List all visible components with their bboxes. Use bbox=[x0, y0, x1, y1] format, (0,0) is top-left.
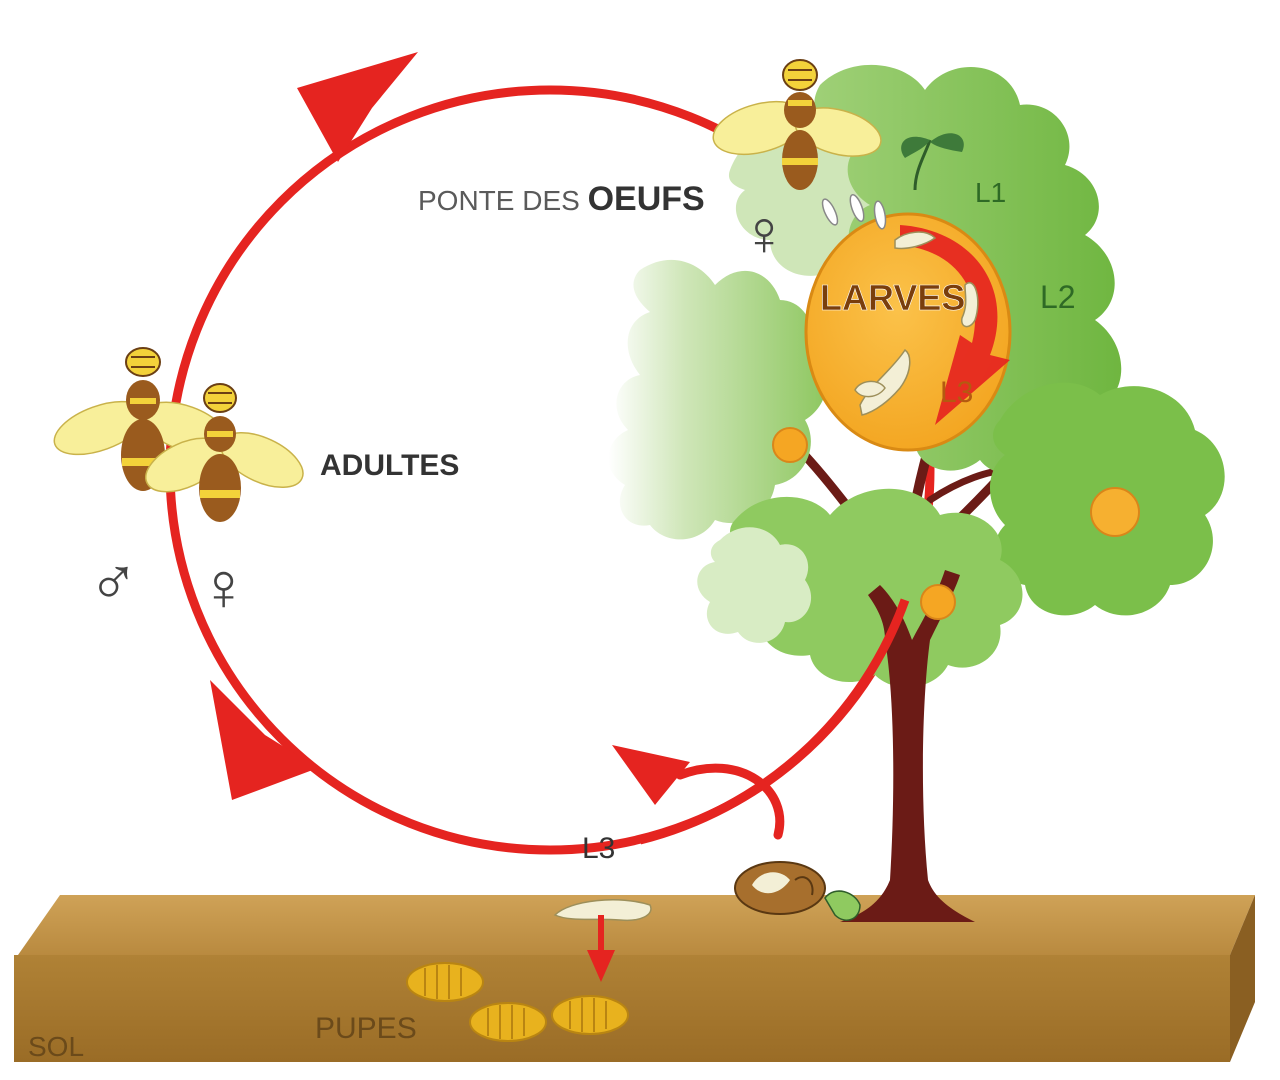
larva-icon-3 bbox=[859, 348, 911, 416]
label-stage-l1: L1 bbox=[975, 177, 1006, 208]
tree-trunk bbox=[840, 570, 975, 922]
fruit-small-right bbox=[1090, 487, 1140, 537]
larva-icon-1 bbox=[894, 231, 937, 250]
cycle-ring-front-segment bbox=[638, 598, 910, 845]
cycle-arrowhead-top bbox=[297, 52, 418, 162]
larva-icon-2 bbox=[961, 282, 979, 328]
larva-on-ground-icon bbox=[553, 899, 652, 922]
female-symbol-adult: ♀ bbox=[198, 549, 249, 625]
larva-icon-4 bbox=[854, 380, 886, 398]
larva-development-arrow bbox=[900, 225, 1010, 425]
cycle-arrowhead-bottom-left bbox=[210, 680, 318, 800]
foliage-left-faded bbox=[608, 259, 827, 540]
pupa-icon-1 bbox=[406, 962, 484, 1002]
soil-side-face bbox=[1230, 895, 1255, 1062]
label-sol: SOL bbox=[28, 1031, 84, 1062]
fallen-fruit bbox=[734, 861, 861, 921]
label-pupes: PUPES bbox=[315, 1012, 417, 1045]
female-fly-icon bbox=[712, 59, 882, 190]
leaf-sprig-icon bbox=[901, 133, 964, 191]
egg-icon-3 bbox=[873, 200, 887, 230]
label-stage-l2: L2 bbox=[1040, 279, 1076, 315]
male-symbol: ♂ bbox=[88, 544, 139, 620]
burrow-arrow bbox=[587, 915, 615, 982]
foliage-bottom-left-pale bbox=[697, 527, 812, 643]
foliage-bottom bbox=[730, 488, 1023, 688]
label-ponte-prefix: PONTE DES bbox=[418, 185, 588, 216]
pupae bbox=[406, 962, 629, 1042]
fruit-small-bottom bbox=[920, 584, 956, 620]
fruit-with-larvae bbox=[804, 193, 1012, 452]
label-stage-l3-fruit: L3 bbox=[940, 376, 973, 409]
pupa-icon-3 bbox=[551, 995, 629, 1035]
label-larves: LARVES bbox=[820, 277, 965, 318]
fruit-small-left bbox=[772, 427, 808, 463]
label-ponte-oeufs: OEUFS bbox=[588, 180, 705, 218]
pupa-icon-2 bbox=[469, 1002, 547, 1042]
label-adultes: ADULTES bbox=[320, 449, 459, 482]
female-symbol-tree: ♀ bbox=[740, 197, 788, 269]
larva-drop-arrow bbox=[612, 745, 785, 840]
adult-female-fly-icon bbox=[145, 383, 304, 522]
label-ponte-des-oeufs: PONTE DES OEUFS bbox=[418, 180, 705, 218]
egg-icon-2 bbox=[849, 193, 865, 223]
label-stage-l3-ground: L3 bbox=[582, 832, 615, 865]
egg-icon-1 bbox=[821, 198, 839, 226]
